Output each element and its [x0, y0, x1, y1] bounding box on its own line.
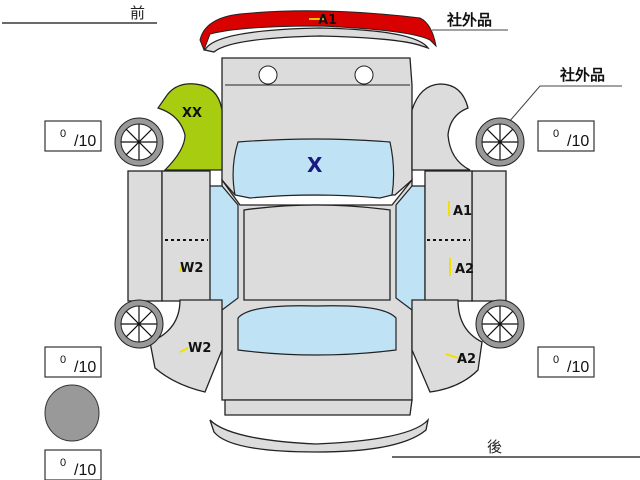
windshield[interactable]: [232, 138, 395, 199]
wheel-rear-left[interactable]: [114, 299, 164, 349]
rear-panel[interactable]: [224, 399, 413, 416]
mark-left-quarter: W2: [188, 341, 211, 356]
roof-center: [243, 204, 391, 301]
wheel-front-left[interactable]: [114, 117, 164, 167]
mark-front-bumper: A1: [318, 13, 337, 28]
headlight-right: [354, 65, 374, 85]
tire-score-spare: 0 /10: [44, 449, 102, 480]
right-front-fender[interactable]: [411, 83, 471, 171]
right-side-windows[interactable]: [395, 185, 426, 311]
svg-text:/10: /10: [74, 359, 96, 376]
left-quarter-mark-stroke: [179, 347, 189, 353]
svg-text:/10: /10: [567, 359, 589, 376]
front-bumper-panel[interactable]: [199, 10, 437, 52]
tire-score-front-left: 0 /10: [44, 120, 102, 152]
left-rocker: [127, 170, 163, 302]
callout-bumper-aftermarket: 社外品: [446, 11, 492, 29]
tire-score-rear-left: 0 /10: [44, 346, 102, 378]
left-quarter-panel[interactable]: [149, 299, 223, 393]
rear-window[interactable]: [237, 305, 397, 356]
svg-text:0: 0: [60, 457, 66, 469]
mark-left-front-fender: XX: [182, 106, 202, 121]
callout-line-wheel: [501, 85, 622, 131]
tire-score-front-right: 0 /10: [537, 120, 595, 152]
rear-bumper[interactable]: [209, 417, 430, 453]
left-front-fender[interactable]: [157, 83, 223, 171]
spare-tire-icon: [44, 384, 100, 442]
svg-text:/10: /10: [74, 462, 96, 479]
wheel-front-right[interactable]: [475, 117, 525, 167]
left-rear-door-mark-stroke: [179, 261, 184, 273]
right-doors[interactable]: [424, 170, 473, 302]
front-label: 前: [130, 4, 145, 22]
left-side-windows[interactable]: [208, 185, 239, 311]
svg-text:/10: /10: [567, 133, 589, 150]
svg-text:/10: /10: [74, 133, 96, 150]
callout-wheel-aftermarket: 社外品: [559, 66, 605, 84]
svg-text:0: 0: [553, 354, 559, 366]
svg-text:0: 0: [60, 354, 66, 366]
rear-label: 後: [487, 438, 502, 456]
svg-text:0: 0: [553, 128, 559, 140]
left-doors[interactable]: [161, 170, 211, 302]
svg-text:0: 0: [60, 128, 66, 140]
right-quarter-panel[interactable]: [411, 299, 483, 393]
mark-windshield: X: [307, 153, 323, 177]
right-rocker: [471, 170, 507, 302]
front-lip: [204, 27, 430, 53]
tire-score-rear-right: 0 /10: [537, 346, 595, 378]
headlight-left: [258, 65, 278, 85]
mark-right-quarter: A2: [457, 352, 476, 367]
mark-right-rear-door: A2: [455, 262, 474, 277]
right-quarter-mark-stroke: [445, 353, 459, 359]
mark-left-rear-door: W2: [180, 261, 203, 276]
mark-right-front-door: A1: [453, 204, 472, 219]
wheel-rear-right[interactable]: [475, 299, 525, 349]
